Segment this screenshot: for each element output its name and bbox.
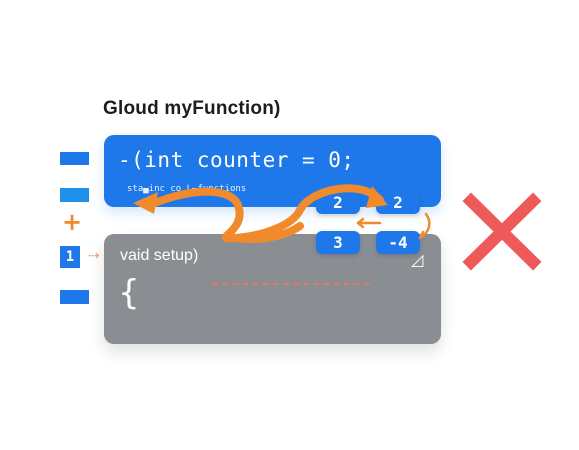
value-chip-c[interactable]: 3	[316, 231, 360, 254]
small-arrow-icon: ⇢	[88, 248, 100, 264]
value-chip-d[interactable]: -4	[376, 231, 420, 254]
function-title: Gloud myFunction)	[103, 98, 281, 119]
plus-icon[interactable]: +	[62, 208, 83, 236]
value-chip-b[interactable]: 2	[376, 191, 420, 214]
close-x-icon[interactable]	[462, 192, 542, 271]
sidebar-flag[interactable]	[60, 188, 89, 202]
code-line-counter: -(int counter = 0;	[118, 148, 355, 172]
code-brace: {	[118, 273, 140, 313]
sidebar-number-one[interactable]: 1	[60, 246, 80, 268]
dashed-underline	[212, 283, 370, 285]
code-caption: sta▄inc co L▄functions	[127, 184, 247, 194]
ghost-icon: ◿	[411, 250, 424, 269]
code-line-setup: vaid setup)	[120, 247, 199, 264]
sidebar-block-3[interactable]	[60, 290, 89, 304]
sidebar-block-1[interactable]	[60, 152, 89, 165]
value-chip-a[interactable]: 2	[316, 191, 360, 214]
